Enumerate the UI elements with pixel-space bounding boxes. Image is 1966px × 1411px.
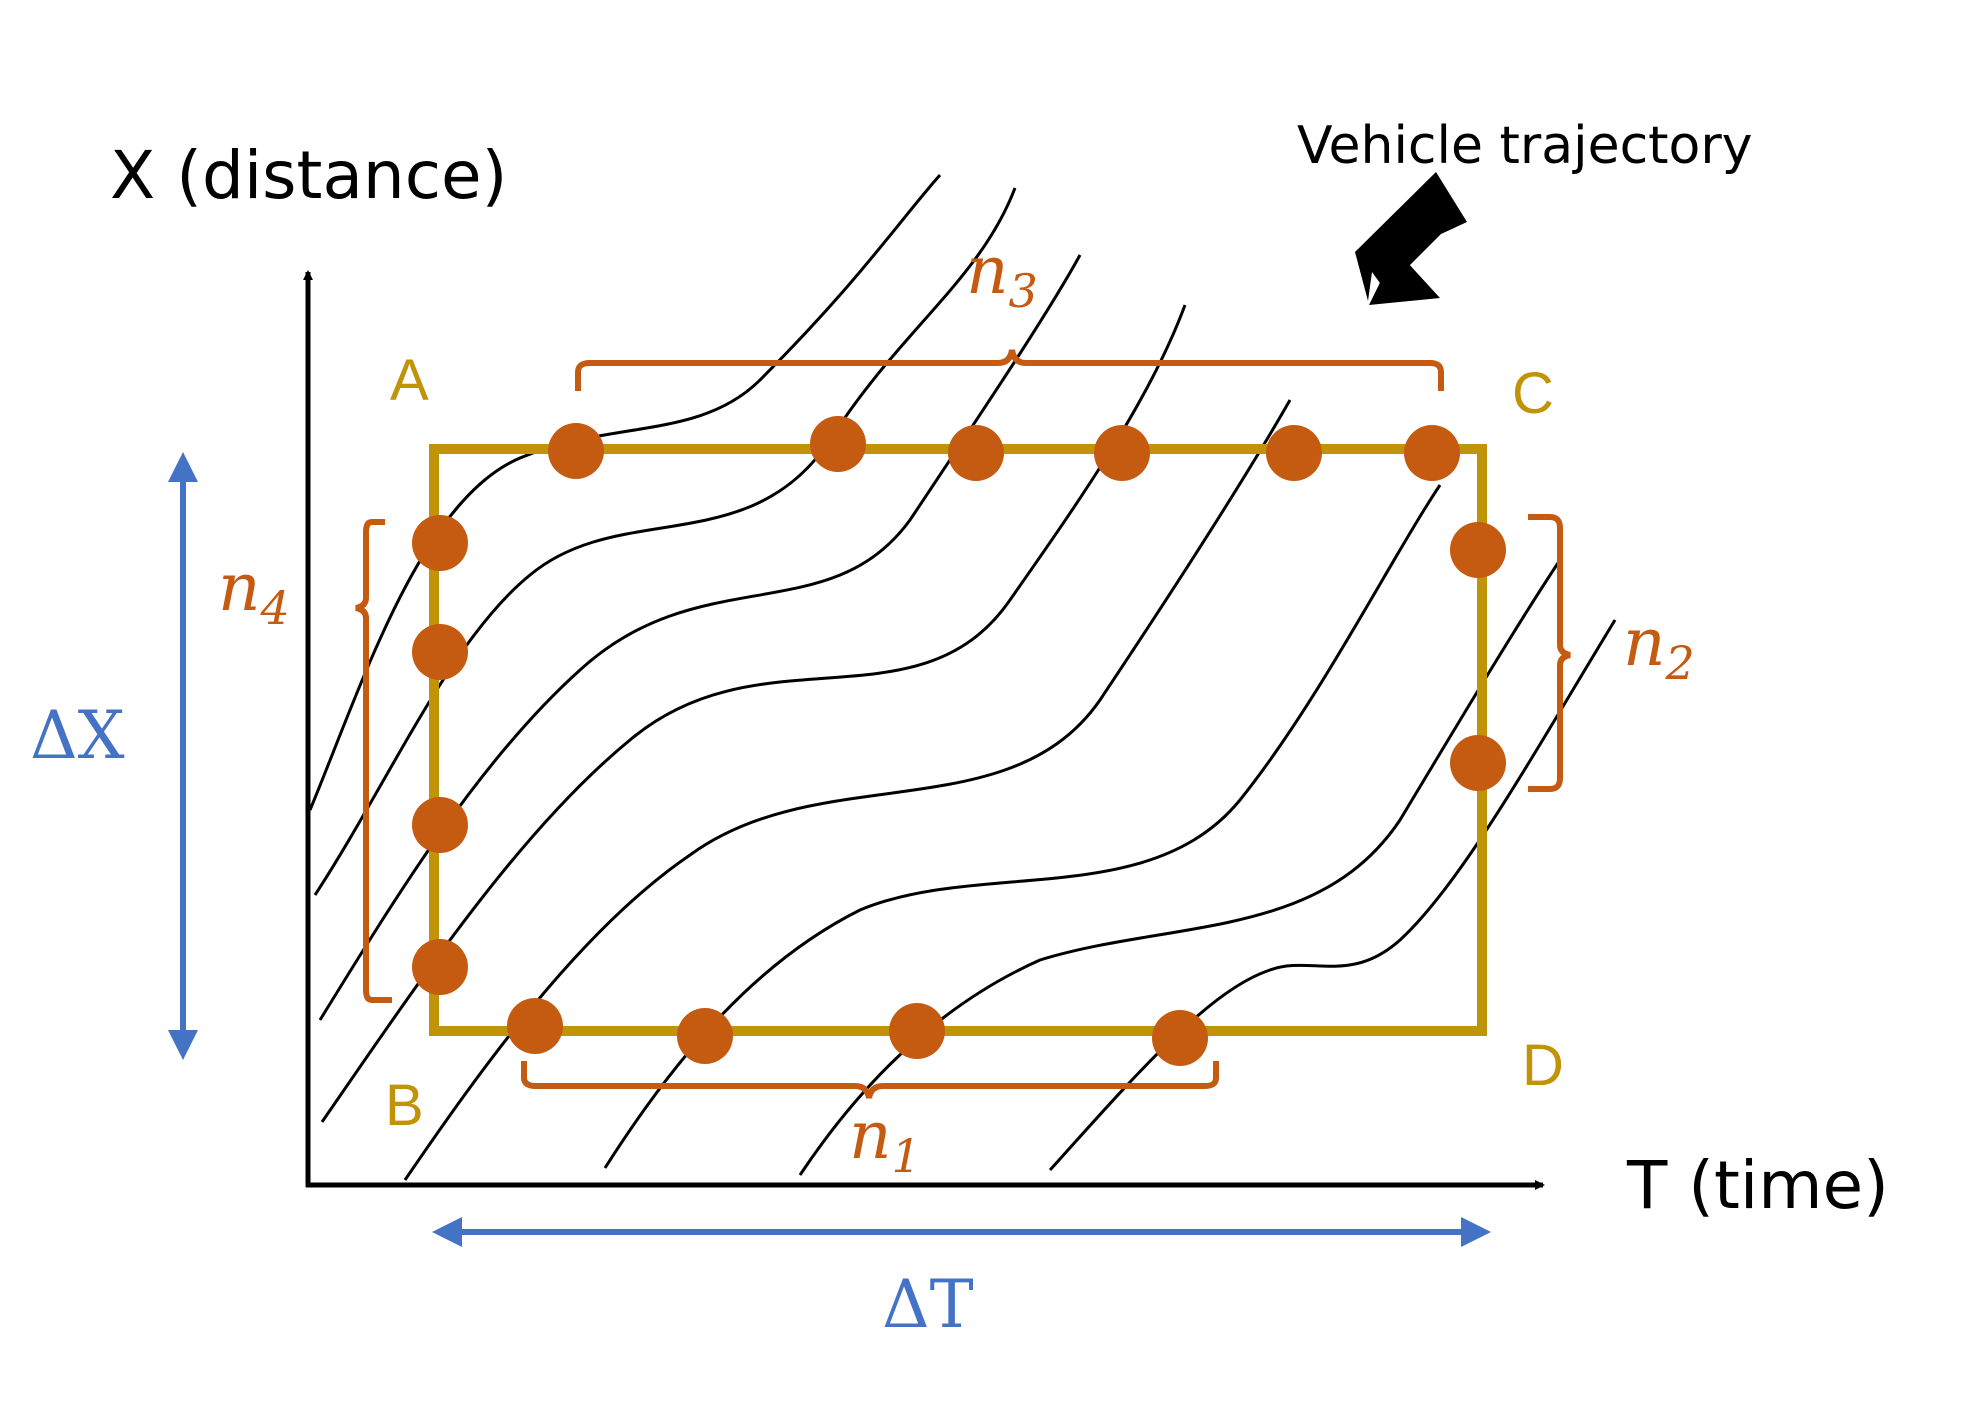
trajectory-2 — [313, 187, 1017, 896]
crossing-point — [1404, 425, 1460, 481]
crossing-point — [412, 797, 468, 853]
brace-n1 — [521, 1061, 1219, 1099]
trajectory-7 — [798, 559, 1562, 1176]
region-rectangle — [429, 444, 1487, 1036]
crossing-point — [1094, 425, 1150, 481]
count-n3-sub: 3 — [1009, 264, 1038, 318]
count-n4-base: n — [218, 549, 261, 626]
brace-n3 — [575, 349, 1444, 391]
count-braces — [355, 349, 1571, 1099]
crossing-point — [1152, 1010, 1208, 1066]
count-n3-base: n — [966, 232, 1009, 309]
count-label-n2: n2 — [1623, 604, 1695, 690]
count-n2-base: n — [1623, 604, 1666, 681]
crossing-point — [948, 425, 1004, 481]
axes: X (distance) T (time) — [110, 137, 1889, 1224]
vehicle-trajectory-callout: Vehicle trajectory — [1297, 116, 1753, 305]
crossing-point — [412, 515, 468, 571]
trajectory-6 — [603, 484, 1442, 1169]
trajectory-5 — [403, 399, 1292, 1181]
count-label-n4: n4 — [218, 549, 290, 635]
crossing-point — [1450, 735, 1506, 791]
corner-label-a: A — [390, 348, 429, 413]
crossing-point — [412, 939, 468, 995]
brace-n2 — [1528, 514, 1571, 792]
count-n2-sub: 2 — [1665, 636, 1695, 690]
trajectory-1 — [308, 174, 942, 811]
count-n4-sub: 4 — [260, 581, 290, 635]
extent-arrows: ΔX ΔT — [30, 452, 1491, 1343]
count-labels: n3 n4 n2 n1 — [218, 232, 1695, 1183]
corner-label-b: B — [385, 1073, 424, 1138]
crossing-point — [1266, 425, 1322, 481]
corner-label-d: D — [1522, 1033, 1564, 1098]
count-label-n3: n3 — [966, 232, 1038, 318]
callout-arrow-icon — [1355, 172, 1467, 301]
crossing-point — [889, 1003, 945, 1059]
x-axis-title: T (time) — [1626, 1147, 1889, 1224]
crossing-point — [810, 416, 866, 472]
crossing-point — [507, 998, 563, 1054]
count-n1-sub: 1 — [892, 1129, 921, 1183]
y-axis-title: X (distance) — [110, 137, 507, 214]
trajectory-4 — [320, 304, 1187, 1123]
vehicle-trajectory-label: Vehicle trajectory — [1297, 116, 1753, 176]
corner-label-c: C — [1512, 361, 1554, 426]
crossing-point — [1450, 522, 1506, 578]
delta-t-label: ΔT — [882, 1266, 974, 1343]
crossing-point — [548, 423, 604, 479]
crossing-point — [412, 624, 468, 680]
delta-x-label: ΔX — [30, 697, 125, 774]
count-label-n1: n1 — [849, 1097, 921, 1183]
count-n1-base: n — [849, 1097, 892, 1174]
brace-n4 — [355, 519, 392, 1003]
callout-arrow-head — [1369, 250, 1440, 305]
crossing-points — [412, 416, 1506, 1066]
crossing-point — [677, 1008, 733, 1064]
